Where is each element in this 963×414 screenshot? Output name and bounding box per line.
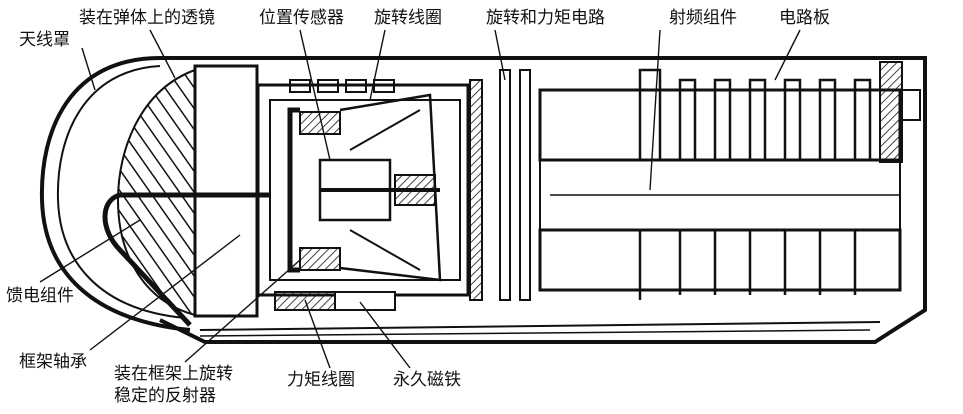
- rotating-coil-marks: [289, 79, 395, 93]
- label-feed-assembly: 馈电组件: [5, 286, 75, 306]
- label-position-sensor: 位置传感器: [258, 8, 345, 28]
- label-gimbal-bearing: 框架轴承: [18, 352, 88, 372]
- label-rotating-coil: 旋转线圈: [373, 8, 443, 28]
- label-torque-coil: 力矩线圈: [286, 370, 356, 390]
- label-permanent-magnet: 永久磁铁: [392, 370, 462, 390]
- label-lens-on-body: 装在弹体上的透镜: [78, 8, 216, 28]
- label-reflector-line2: 稳定的反射器: [113, 386, 217, 406]
- rf-assembly: [538, 88, 902, 162]
- label-reflector-line1: 装在框架上旋转: [113, 364, 234, 384]
- leader-lines: [39, 29, 801, 369]
- label-radome: 天线罩: [18, 30, 71, 50]
- rotate-torque-board: [499, 69, 511, 301]
- casing-outline: [159, 56, 928, 344]
- label-circuit-board: 电路板: [778, 8, 831, 28]
- permanent-magnet: [334, 291, 396, 311]
- label-rotate-torque-circuit: 旋转和力矩电路: [485, 8, 606, 28]
- lens-frame: [193, 64, 259, 318]
- label-rf-assembly: 射频组件: [668, 8, 738, 28]
- feed-tube: [102, 192, 270, 327]
- reflector: [287, 107, 300, 273]
- radome-shell: [39, 56, 191, 332]
- circuit-board-fins: [638, 68, 872, 300]
